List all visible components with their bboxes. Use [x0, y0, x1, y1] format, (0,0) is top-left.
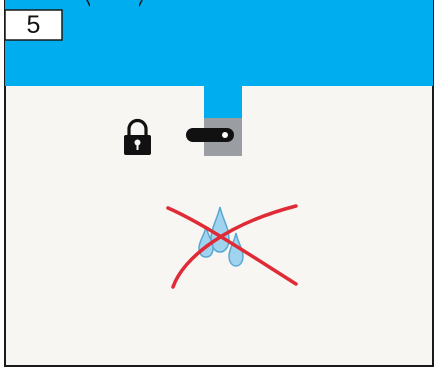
step-number: 5	[5, 10, 62, 40]
header-band	[5, 0, 433, 86]
blue-column	[204, 86, 242, 118]
door-handle-icon	[186, 128, 234, 142]
